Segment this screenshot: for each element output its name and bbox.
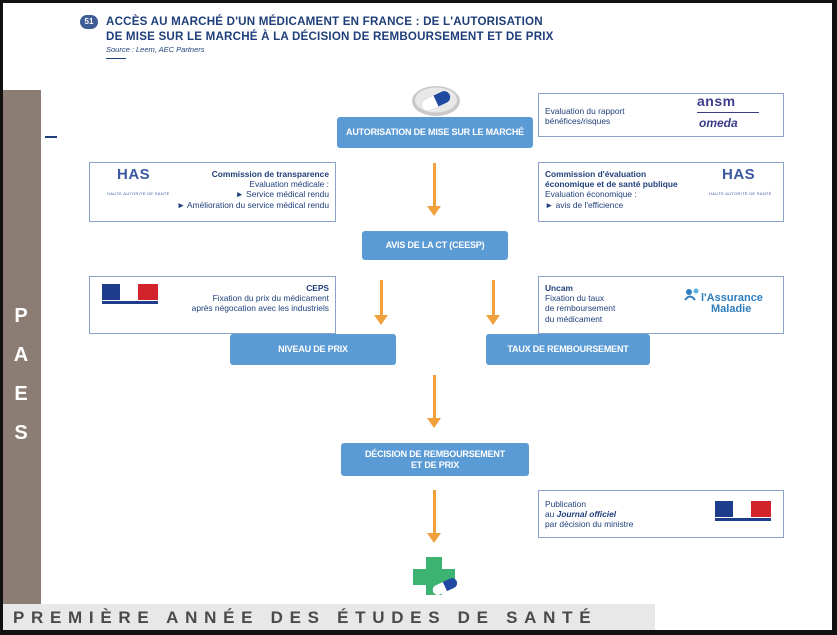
assurance-logo-line-1: l'Assurance — [701, 292, 763, 304]
arrow-to-decision — [427, 375, 441, 428]
title-line-1: ACCÈS AU MARCHÉ D'UN MÉDICAMENT EN FRANC… — [106, 15, 543, 28]
step-decision: DÉCISION DE REMBOURSEMENT ET DE PRIX — [341, 443, 529, 476]
box-uncam: Uncam Fixation du taux de remboursement … — [538, 276, 784, 334]
step-taux-remboursement: TAUX DE REMBOURSEMENT — [486, 334, 650, 365]
box-has-ct-title: Commission de transparence — [211, 169, 329, 179]
republique-francaise-logo — [715, 501, 771, 525]
bottom-banner: PREMIÈRE ANNÉE DES ÉTUDES DE SANTÉ — [3, 604, 655, 630]
ansm-logo-rule — [697, 112, 759, 113]
dash-mark — [45, 136, 57, 138]
omeda-logo: omeda — [699, 116, 738, 130]
assurance-maladie-icon — [684, 288, 699, 301]
assurance-maladie-logo: l'Assurance Maladie — [701, 293, 763, 315]
box-ceesp-text: Commission d'évaluation économique et de… — [545, 169, 678, 210]
step-niveau-prix: NIVEAU DE PRIX — [230, 334, 396, 365]
box-ceesp-title-1: Commission d'évaluation — [545, 169, 647, 179]
side-letter-e: E — [14, 383, 30, 405]
box-ansm: Evaluation du rapport bénéfices/risques … — [538, 93, 784, 137]
title-line-2: DE MISE SUR LE MARCHÉ À LA DÉCISION DE R… — [106, 30, 554, 43]
step-avis-ct: AVIS DE LA CT (CEESP) — [362, 231, 508, 260]
assurance-logo-line-2: Maladie — [711, 303, 752, 315]
box-jo-line-3: par décision du ministre — [545, 519, 634, 530]
box-ansm-text: Evaluation du rapport bénéfices/risques — [545, 106, 625, 126]
box-jo-line-1: Publication — [545, 499, 586, 509]
arrow-avis-to-taux — [486, 280, 500, 325]
box-uncam-line-1: Fixation du taux — [545, 293, 605, 304]
box-ceps: CEPS Fixation du prix du médicament aprè… — [89, 276, 336, 334]
page-title: ACCÈS AU MARCHÉ D'UN MÉDICAMENT EN FRANC… — [106, 14, 554, 44]
box-ceesp-line-2: ► avis de l'efficience — [545, 199, 624, 210]
box-ceps-line-2: après négocation avec les industriels — [191, 303, 329, 314]
republique-francaise-logo — [102, 284, 158, 308]
box-ceesp-title-2: économique et de santé publique — [545, 179, 678, 190]
has-logo: HAS — [722, 166, 756, 183]
box-ceesp: Commission d'évaluation économique et de… — [538, 162, 784, 222]
box-has-ct: HAS HAUTE AUTORITÉ DE SANTÉ Commission d… — [89, 162, 336, 222]
box-ceesp-line-1: Evaluation économique : — [545, 189, 637, 200]
box-ansm-line-1: Evaluation du rapport — [545, 106, 625, 116]
box-jo-line-2: au Journal officiel — [545, 509, 633, 519]
box-jo-text: Publication au Journal officiel par déci… — [545, 499, 633, 530]
box-has-ct-text: Commission de transparence Evaluation mé… — [177, 169, 329, 210]
box-jo-line-2a: au — [545, 509, 557, 520]
side-letter-s: S — [14, 422, 30, 444]
has-logo-subtitle: HAUTE AUTORITÉ DE SANTÉ — [709, 191, 772, 196]
source-note: Source : Leem, AEC Partners — [106, 45, 205, 54]
side-letter-p: P — [14, 305, 30, 327]
step-decision-line-2: ET DE PRIX — [410, 459, 459, 470]
box-has-ct-line-3: ► Amélioration du service médical rendu — [176, 199, 329, 210]
box-has-ct-line-1: Evaluation médicale : — [249, 179, 329, 190]
page-number-badge: 51 — [80, 15, 98, 29]
side-band: P A E S — [3, 90, 41, 605]
side-label: P A E S — [3, 90, 41, 605]
has-logo-subtitle: HAUTE AUTORITÉ DE SANTÉ — [107, 191, 170, 196]
box-journal-officiel: Publication au Journal officiel par déci… — [538, 490, 784, 538]
ansm-logo: ansm — [697, 93, 736, 109]
arrow-avis-to-niveau — [374, 280, 388, 325]
box-uncam-line-3: du médicament — [545, 313, 603, 324]
step-decision-line-1: DÉCISION DE REMBOURSEMENT — [364, 448, 505, 459]
box-uncam-title: Uncam — [545, 283, 573, 293]
box-uncam-line-2: de remboursement — [545, 303, 616, 314]
box-ansm-line-2: bénéfices/risques — [545, 116, 611, 127]
box-ceps-line-1: Fixation du prix du médicament — [212, 293, 329, 304]
capsule-icon — [412, 86, 460, 116]
arrow-amm-to-avis — [427, 163, 441, 216]
box-jo-line-2b: Journal officiel — [556, 509, 617, 520]
bottom-banner-text: PREMIÈRE ANNÉE DES ÉTUDES DE SANTÉ — [13, 608, 598, 627]
arrow-to-medicine — [427, 490, 441, 543]
step-amm: AUTORISATION DE MISE SUR LE MARCHÉ — [337, 117, 533, 148]
source-rule — [106, 58, 126, 59]
medicine-cross-icon — [413, 557, 458, 595]
box-uncam-text: Uncam Fixation du taux de remboursement … — [545, 283, 615, 324]
box-ceps-text: CEPS Fixation du prix du médicament aprè… — [192, 283, 329, 314]
box-has-ct-line-2: ► Service médical rendu — [235, 189, 329, 200]
side-letter-a: A — [13, 344, 31, 366]
has-logo: HAS — [117, 166, 151, 183]
box-ceps-title: CEPS — [306, 283, 329, 293]
